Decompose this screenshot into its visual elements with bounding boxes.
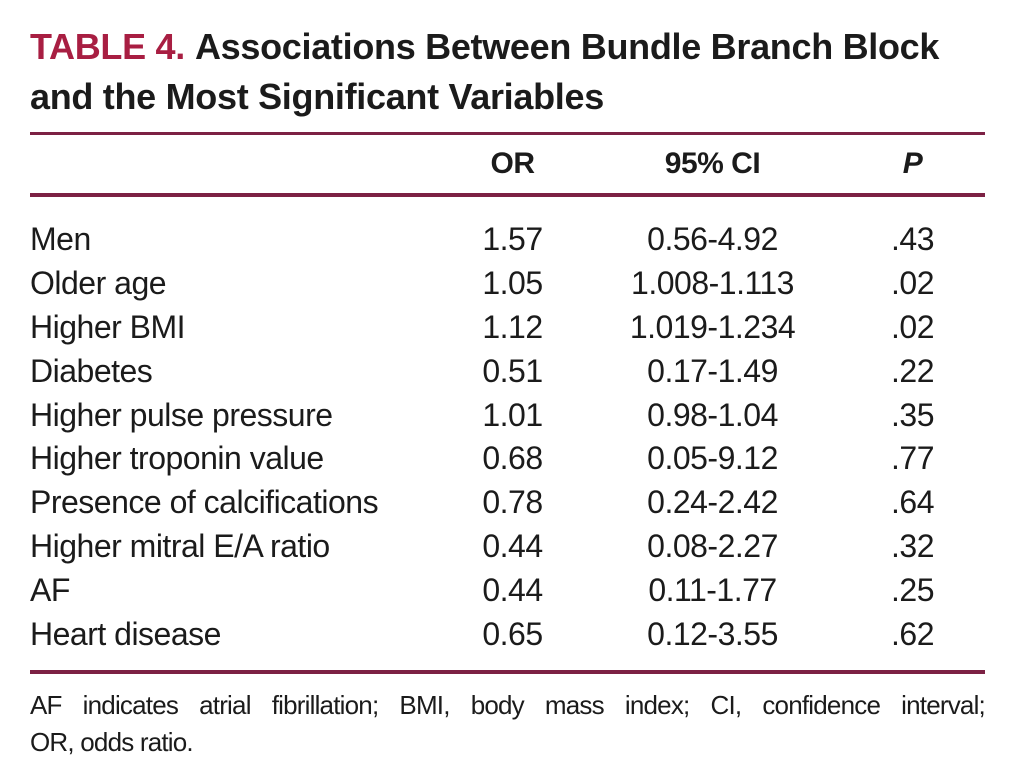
table-body: Men 1.57 0.56-4.92 .43 Older age 1.05 1.… [30,195,985,672]
or-cell: 0.78 [482,484,543,521]
or-cell: 0.44 [482,527,543,564]
variable-cell: Heart disease [30,615,221,652]
p-cell: .35 [891,396,934,433]
table-title: TABLE 4.Associations Between Bundle Bran… [30,22,985,122]
variable-cell: Men [30,221,91,258]
results-table: OR 95% CI P Men 1.57 0.56-4.92 .43 Older… [30,135,985,674]
p-cell: .77 [891,440,934,477]
footnote-line: AF indicates atrial fibrillation; BMI, b… [30,689,986,720]
or-cell: 1.01 [482,396,543,433]
variable-cell: Higher troponin value [30,440,324,477]
p-cell: .02 [891,308,934,345]
p-cell: .25 [891,571,934,608]
table-number-label: TABLE 4. [30,26,185,67]
table-row: Men 1.57 0.56-4.92 .43 [30,195,985,262]
ci-cell: 0.11-1.77 [648,571,777,608]
variable-cell: Higher mitral E/A ratio [30,527,330,564]
or-cell: 1.05 [482,265,543,302]
table-row: Presence of calcifications 0.78 0.24-2.4… [30,481,985,525]
ci-cell: 0.56-4.92 [647,221,778,258]
or-cell: 0.68 [482,440,543,477]
footnote-line: OR, odds ratio. [30,726,194,757]
variable-cell: AF [30,571,70,608]
or-cell: 1.12 [482,308,543,345]
variable-cell: Higher pulse pressure [30,396,333,433]
table-footnote: AF indicates atrial fibrillation; BMI, b… [30,687,986,761]
ci-cell: 0.05-9.12 [647,440,778,477]
p-cell: .02 [891,265,934,302]
or-cell: 0.51 [482,352,543,389]
variable-cell: Diabetes [30,352,153,389]
ci-cell: 0.17-1.49 [647,352,778,389]
variable-column-header [30,135,440,197]
table-header: OR 95% CI P [30,135,985,197]
p-cell: .32 [891,527,934,564]
p-cell: .22 [891,352,934,389]
table-row: AF 0.44 0.11-1.77 .25 [30,568,985,612]
header-row: OR 95% CI P [30,135,985,197]
ci-column-header: 95% CI [585,135,840,197]
or-cell: 0.44 [482,571,543,608]
p-cell: .43 [891,221,934,258]
ci-cell: 0.98-1.04 [647,396,778,433]
table-title-text: Associations Between Bundle Branch Block… [30,26,940,117]
or-cell: 1.57 [482,221,543,258]
table-row: Higher BMI 1.12 1.019-1.234 .02 [30,306,985,350]
or-column-header: OR [440,135,585,197]
ci-cell: 0.24-2.42 [647,484,778,521]
variable-cell: Higher BMI [30,308,186,345]
table-row: Older age 1.05 1.008-1.113 .02 [30,262,985,306]
table-row: Diabetes 0.51 0.17-1.49 .22 [30,349,985,393]
ci-cell: 0.08-2.27 [647,527,778,564]
variable-cell: Presence of calcifications [30,484,379,521]
ci-cell: 1.019-1.234 [629,308,796,345]
table-row: Higher pulse pressure 1.01 0.98-1.04 .35 [30,393,985,437]
variable-cell: Older age [30,265,167,302]
ci-cell: 0.12-3.55 [647,615,778,652]
table-row: Higher troponin value 0.68 0.05-9.12 .77 [30,437,985,481]
or-cell: 0.65 [482,615,543,652]
table-row: Heart disease 0.65 0.12-3.55 .62 [30,612,985,672]
p-cell: .64 [891,484,934,521]
table-row: Higher mitral E/A ratio 0.44 0.08-2.27 .… [30,525,985,569]
ci-cell: 1.008-1.113 [631,265,794,302]
top-rule [30,132,985,135]
p-column-header: P [840,135,985,197]
p-cell: .62 [891,615,934,652]
